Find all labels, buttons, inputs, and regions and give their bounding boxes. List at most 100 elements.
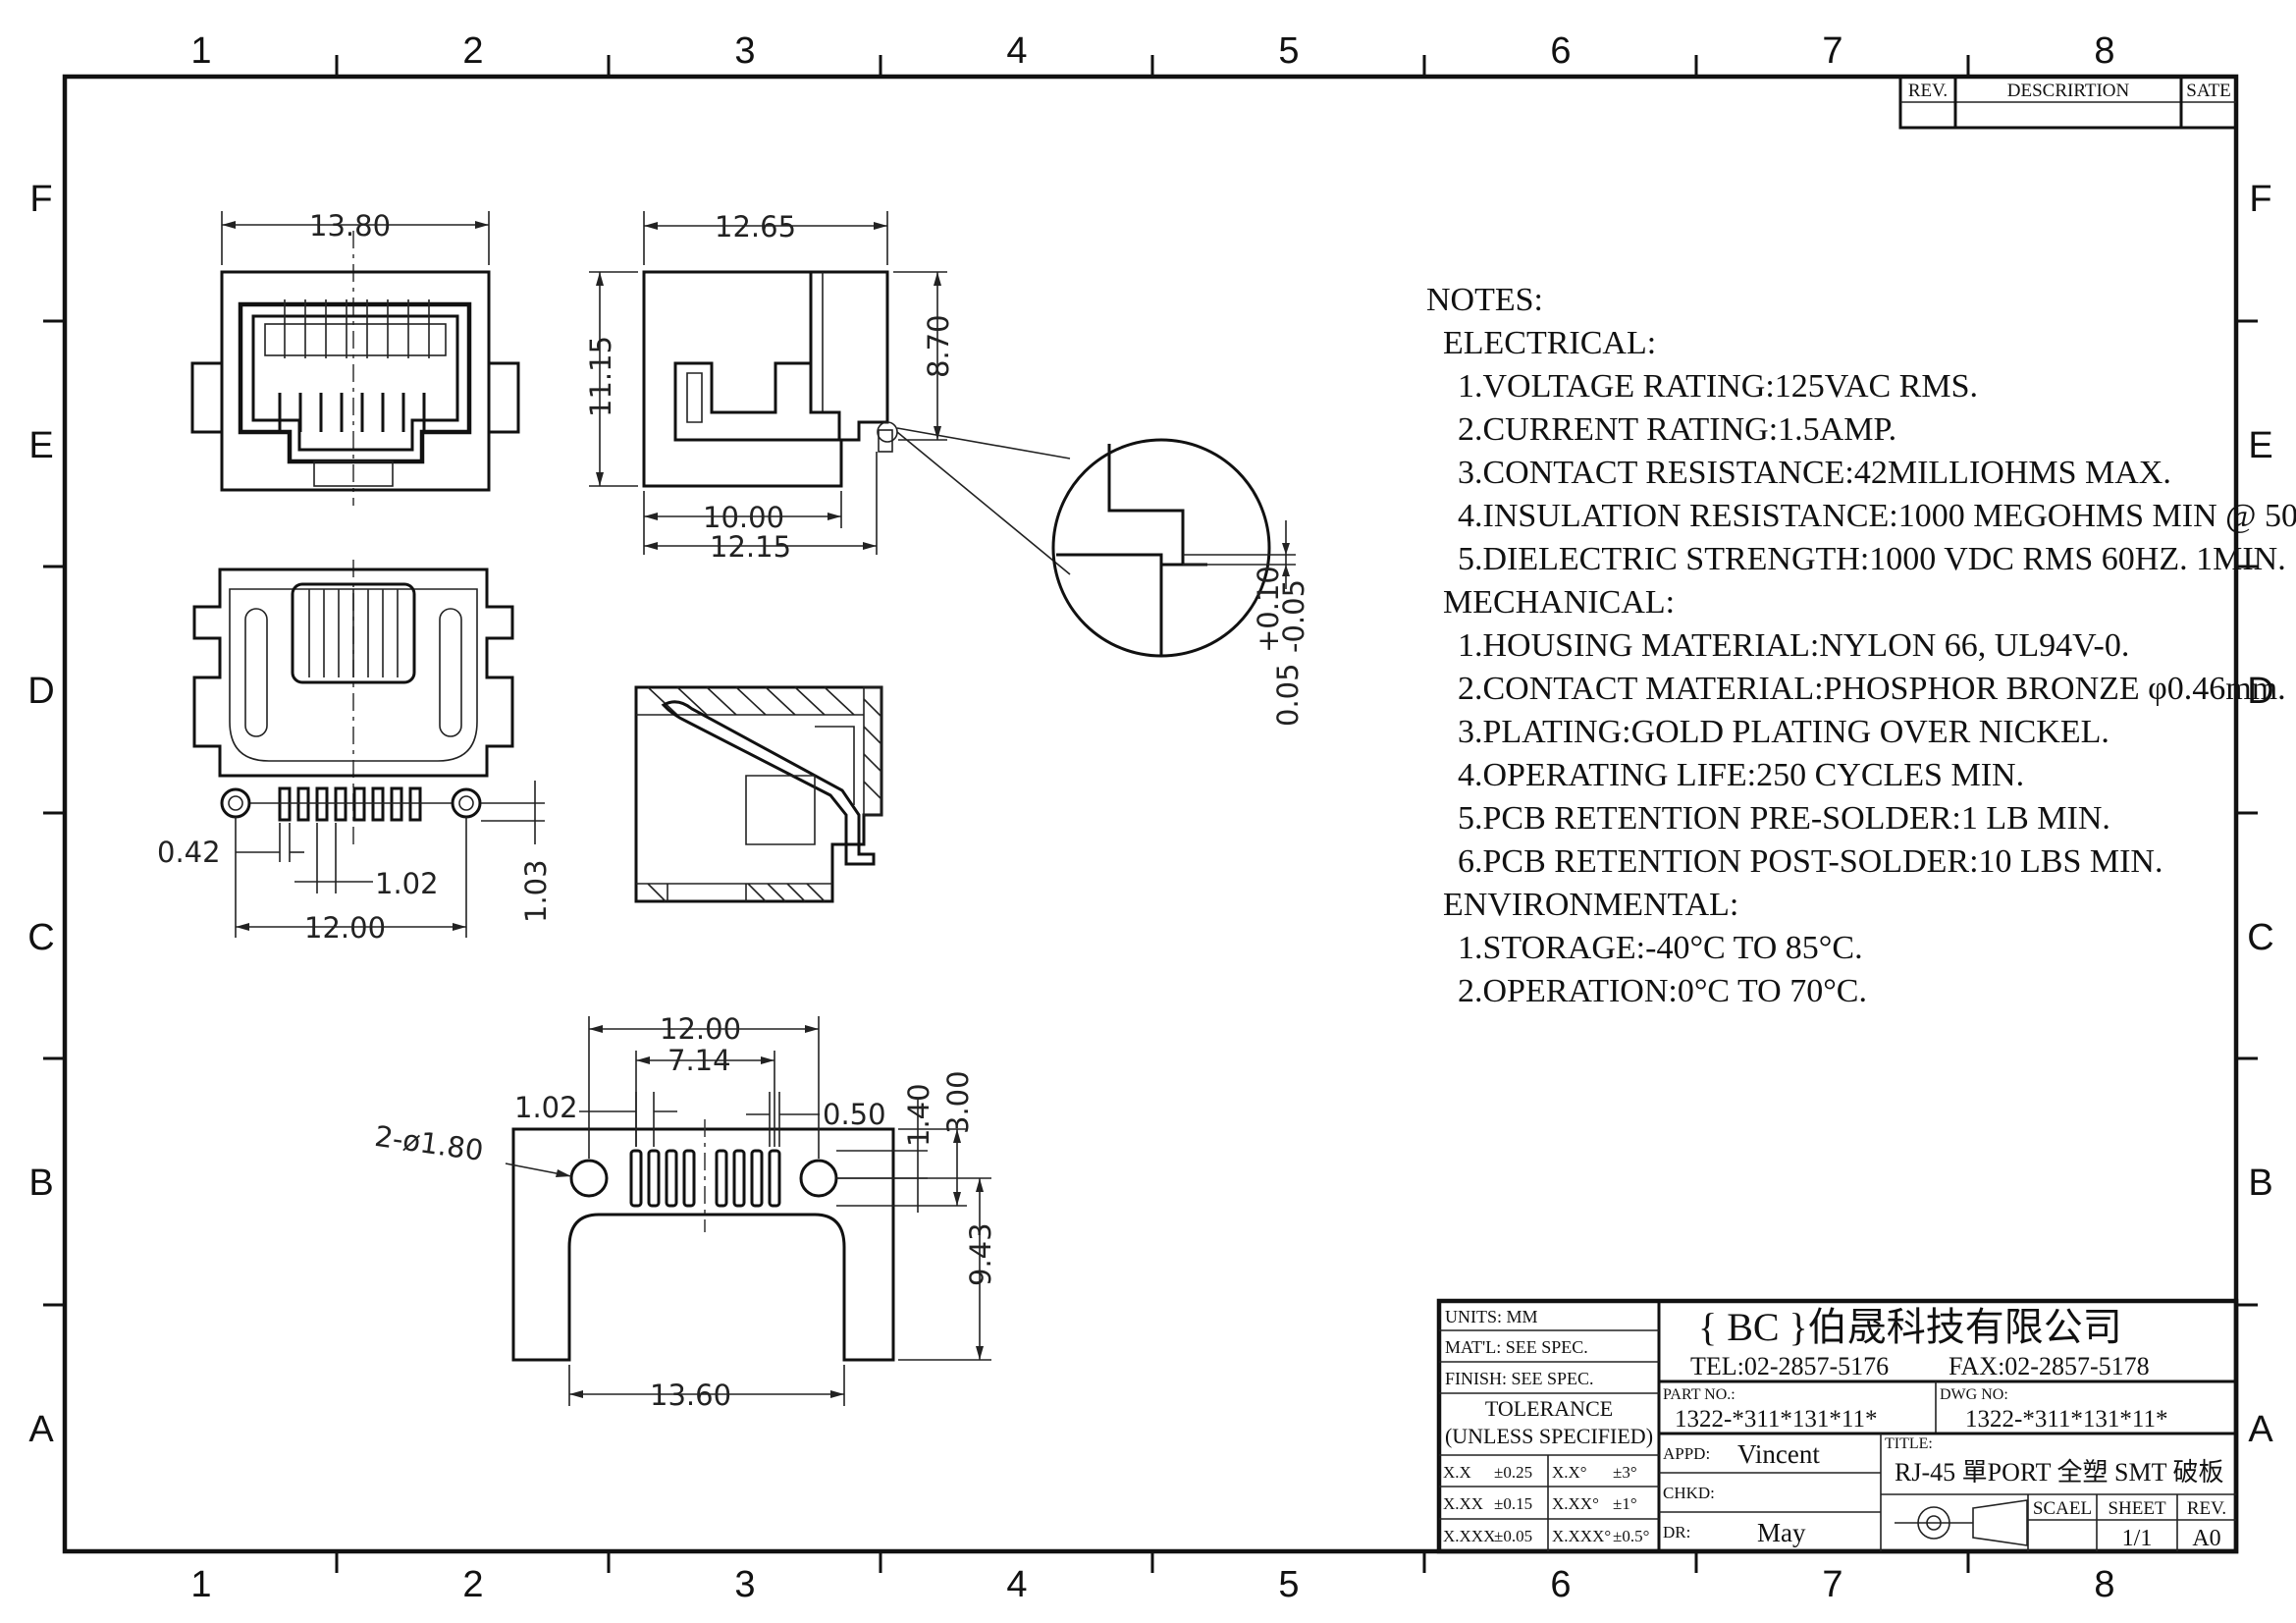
column-numbers-top: 1 2 3 4 5 6 7 8	[190, 30, 2114, 72]
col-number: 6	[1550, 1564, 1571, 1605]
dim-label: 13.80	[309, 209, 391, 243]
col-number: 5	[1278, 30, 1299, 72]
pcb-layout-view: 12.00 7.14 1.02 0.50	[373, 1012, 997, 1412]
note-item: 2.CONTACT MATERIAL:PHOSPHOR BRONZE φ0.46…	[1458, 671, 2286, 707]
dim-label: 0.42	[157, 836, 221, 869]
company-name: { BC }伯晟科技有限公司	[1698, 1305, 2122, 1349]
description-header: DESCRIRTION	[2007, 81, 2130, 101]
note-item: 3.PLATING:GOLD PLATING OVER NICKEL.	[1458, 714, 2109, 750]
tol-cell: ±0.15	[1494, 1494, 1532, 1513]
dr-value: May	[1757, 1518, 1806, 1547]
dim-detail-tolerance: 0.05 +0.10 -0.05	[1252, 566, 1310, 727]
dim-side-height: 11.15	[584, 271, 638, 487]
tol-cell: ±0.5°	[1613, 1527, 1649, 1545]
note-item: 5.PCB RETENTION PRE-SOLDER:1 LB MIN.	[1458, 800, 2110, 837]
note-item: 1.VOLTAGE RATING:125VAC RMS.	[1458, 368, 1978, 405]
company-tel: TEL:02-2857-5176	[1690, 1352, 1889, 1380]
dim-pcb-hole-span: 12.00	[588, 1012, 820, 1159]
detail-view: 0.05 +0.10 -0.05	[1051, 438, 1310, 727]
col-number: 4	[1006, 1564, 1027, 1605]
dim-label: -0.05	[1277, 579, 1310, 653]
dim-label: 1.40	[902, 1083, 935, 1147]
column-numbers-bottom: 1 2 3 4 5 6 7 8	[190, 1564, 2114, 1605]
row-letter: B	[28, 1163, 53, 1204]
row-letter: F	[29, 179, 52, 220]
dim-front-width: 13.80	[221, 209, 490, 265]
col-number: 2	[462, 30, 483, 72]
notes-heading-electrical: ELECTRICAL:	[1443, 325, 1656, 361]
tolerance-table: X.X ±0.25 X.X° ±3° X.XX ±0.15 X.XX° ±1° …	[1443, 1463, 1649, 1545]
dim-bottom-peg-height: 1.03	[481, 781, 553, 923]
row-letter: D	[27, 671, 54, 712]
col-number: 8	[2094, 30, 2114, 72]
note-item: 3.CONTACT RESISTANCE:42MILLIOHMS MAX.	[1458, 455, 2171, 491]
sheet-label: SHEET	[2108, 1498, 2166, 1519]
part-no-value: 1322-*311*131*11*	[1675, 1406, 1877, 1433]
rev-value: A0	[2192, 1526, 2220, 1551]
tolerance-subtitle: (UNLESS SPECIFIED)	[1445, 1424, 1653, 1448]
drawing-frame: 1 2 3 4 5 6 7 8 1 2 3 4 5 6 7 8 F E D C …	[27, 30, 2273, 1605]
dim-side-base-long: 12.15	[644, 452, 878, 564]
dim-label: 1.02	[514, 1091, 578, 1124]
col-number: 4	[1006, 30, 1027, 72]
projection-symbol-icon	[1895, 1499, 2028, 1546]
chkd-label: CHKD:	[1663, 1484, 1715, 1502]
dwg-no-label: DWG NO:	[1940, 1386, 2008, 1403]
col-number: 5	[1278, 1564, 1299, 1605]
dim-pcb-width: 13.60	[568, 1365, 845, 1412]
row-letter: E	[2248, 425, 2272, 466]
dim-side-width: 12.65	[643, 210, 888, 265]
rev-header: REV.	[1908, 81, 1948, 101]
dim-bottom-pin-pitch: 1.02	[294, 823, 439, 900]
note-item: 2.OPERATION:0°C TO 70°C.	[1458, 973, 1867, 1009]
col-number: 3	[734, 30, 755, 72]
dim-side-right-height: 8.70	[893, 271, 955, 441]
dim-side-base-short: 10.00	[643, 491, 842, 555]
tol-cell: X.XX°	[1552, 1494, 1599, 1513]
dim-label: 12.65	[715, 210, 796, 243]
dim-label: 12.00	[660, 1012, 741, 1046]
finish-label: FINISH: SEE SPEC.	[1445, 1369, 1594, 1388]
tol-cell: X.XX	[1443, 1494, 1483, 1513]
tolerance-title: TOLERANCE	[1485, 1396, 1613, 1421]
note-item: 1.HOUSING MATERIAL:NYLON 66, UL94V-0.	[1458, 627, 2129, 664]
dim-label: 1.02	[375, 867, 439, 900]
row-letter: B	[2248, 1163, 2272, 1204]
note-item: 1.STORAGE:-40°C TO 85°C.	[1458, 930, 1863, 966]
tol-cell: ±1°	[1613, 1494, 1637, 1513]
tol-cell: ±3°	[1613, 1463, 1637, 1482]
col-number: 1	[190, 30, 211, 72]
dim-label: 3.00	[941, 1070, 975, 1134]
tol-cell: ±0.25	[1494, 1463, 1532, 1482]
row-letter: C	[27, 917, 54, 958]
dim-label: 10.00	[703, 501, 784, 534]
col-number: 7	[1822, 1564, 1842, 1605]
material-label: MAT'L: SEE SPEC.	[1445, 1337, 1588, 1357]
dim-label: 1.03	[519, 859, 553, 923]
notes-heading-mechanical: MECHANICAL:	[1443, 584, 1675, 621]
notes-heading-environmental: ENVIRONMENTAL:	[1443, 887, 1738, 923]
tol-cell: X.X	[1443, 1463, 1471, 1482]
note-item: 6.PCB RETENTION POST-SOLDER:10 LBS MIN.	[1458, 843, 2163, 880]
dim-label: +0.10	[1252, 566, 1285, 653]
col-number: 7	[1822, 30, 1842, 72]
side-view: 12.65 11.15 8.70 10.00	[584, 210, 1071, 575]
col-number: 6	[1550, 30, 1571, 72]
row-letters-left: F E D C B A	[27, 179, 54, 1450]
dim-label: 12.00	[304, 911, 386, 945]
tol-cell: X.XXX°	[1552, 1527, 1611, 1545]
tol-cell: X.XXX	[1443, 1527, 1495, 1545]
dim-pcb-pad-width: 0.50	[746, 1092, 886, 1147]
dim-bottom-pin-width: 0.42	[157, 823, 304, 869]
note-item: 2.CURRENT RATING:1.5AMP.	[1458, 411, 1896, 448]
section-view	[634, 685, 883, 903]
dim-label: 12.15	[710, 530, 791, 564]
row-letter: A	[2248, 1409, 2273, 1450]
revision-table: REV. DESCRIRTION SATE	[1898, 75, 2238, 130]
date-header: SATE	[2186, 81, 2230, 101]
dim-label: 2-ø1.80	[373, 1119, 486, 1167]
appd-value: Vincent	[1737, 1439, 1820, 1469]
dim-label: 9.43	[964, 1222, 997, 1286]
appd-label: APPD:	[1663, 1444, 1710, 1463]
